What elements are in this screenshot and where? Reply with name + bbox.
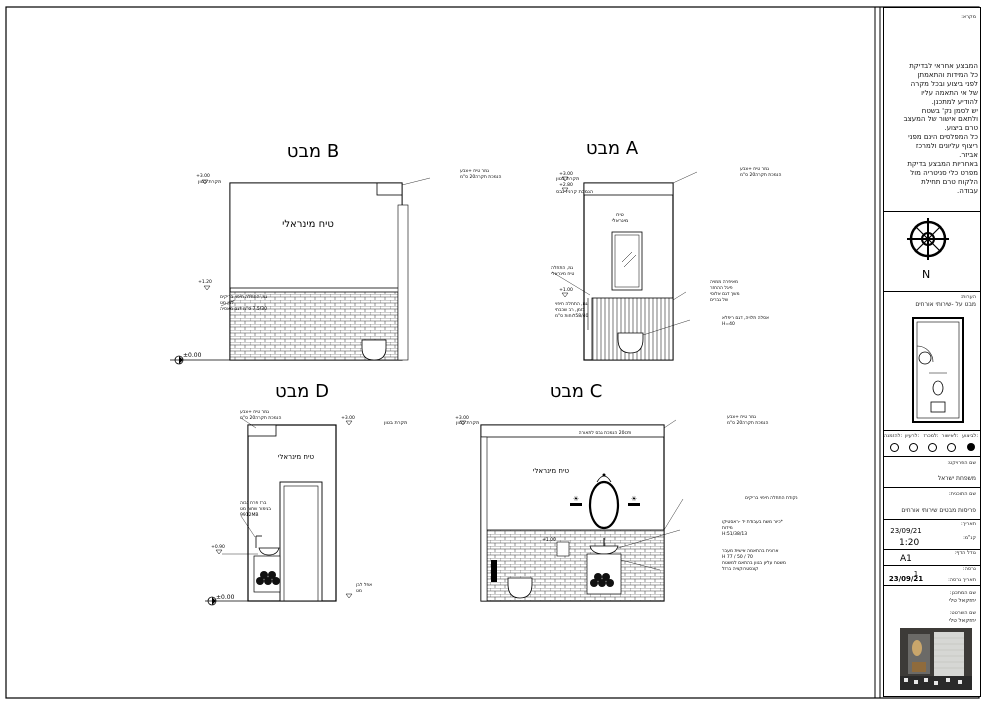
revision-value: 1 (913, 570, 919, 578)
view-c-wall-light-left: ☀ (573, 495, 579, 503)
svg-text:+3.00: +3.00 (196, 173, 210, 179)
svg-text:+0.90: +0.90 (211, 544, 225, 550)
drawing-name: פריסות מבטים שירותי אורחים (901, 507, 976, 514)
view-c-tile-note: נקודת התחלה חיפוי בריקים (745, 496, 798, 501)
view-a-title: מבט A (586, 138, 639, 159)
view-b-zero-level: ±0.00 (183, 352, 202, 359)
view-b-door-frame (397, 204, 409, 361)
drafter-label: שם השרטט: (949, 610, 976, 616)
view-c-mirror (588, 480, 620, 530)
drafter-name: יחזקאל טלי (948, 618, 976, 624)
view-c-soffit-note: 20cm הנמכת גבס לתאורה (579, 430, 632, 436)
status-radio-tender (928, 443, 937, 452)
status-radio-approval (947, 443, 956, 452)
client-label: שם הפרויקט: (947, 460, 976, 466)
view-b-title: מבט B (287, 141, 339, 162)
plan-title: מבט על -שירותי אורחים (915, 301, 976, 308)
floor-plan-thumbnail (912, 317, 964, 423)
date-label: תאריך: (961, 521, 976, 527)
svg-text:+1.00: +1.00 (559, 287, 573, 293)
view-b-plaster-panel (229, 182, 403, 289)
view-c-towel-holder (556, 541, 570, 557)
view-a-toilet (617, 332, 644, 354)
legend-label: מקרא: (961, 14, 976, 20)
scale-value: 1:20 (899, 538, 920, 548)
general-notes: המבצע אחראי לבדיקת כל המידות והתאמתן לפנ… (903, 62, 978, 195)
view-d-door (279, 481, 323, 602)
sheet-label: גודל הדף: (954, 550, 976, 556)
render-thumbnail-image (900, 628, 972, 690)
view-c-ceiling-level: תקרת בטון (456, 420, 479, 426)
north-arrow-icon (907, 218, 949, 260)
view-c: מבט C 20cm הנמכת גבס לתאורה טיח מינראלי … (455, 381, 798, 602)
drawing-label: שם התוכנית: (948, 491, 976, 497)
revision-date-label: תאריך גרסה: (948, 577, 976, 583)
svg-text:+3.00: +3.00 (341, 415, 355, 421)
svg-text:+1.00: +1.00 (542, 537, 556, 543)
view-d-zero-level: ±0.00 (216, 594, 235, 601)
view-b: מבט B טיח מינראלי ±0.00 +3.00 תקרת בטון … (170, 141, 501, 365)
view-a-ceiling-level: תקרת בטון (556, 176, 579, 182)
revision-date-value: 23/09/21 (888, 575, 924, 583)
north-label: N (922, 268, 931, 281)
view-b-ceiling-level: תקרת בטון (198, 179, 221, 185)
view-b-panel-label: טיח מינראלי (282, 219, 334, 230)
status-radio-concept (909, 443, 918, 452)
view-c-soffit (480, 424, 665, 438)
view-b-ceiling-soffit (376, 182, 403, 196)
view-d: מבט D טיח מינראלי ±0.00 +3.00 תקרת בטון … (205, 381, 407, 606)
svg-text:+1.20: +1.20 (198, 279, 212, 285)
plan-label: הערות: (960, 294, 976, 300)
svg-text:+3.00: +3.00 (559, 171, 573, 177)
view-d-sink (258, 547, 280, 556)
view-d-title: מבט D (275, 381, 329, 402)
date-value: 23/09/21 (890, 527, 922, 535)
sheet-value: A1 (900, 554, 912, 564)
view-c-brush-holder (491, 560, 497, 582)
svg-text:+3.00: +3.00 (455, 415, 469, 421)
status-radio-order (890, 443, 899, 452)
view-b-toilet (361, 339, 387, 361)
view-a-ceiling-level-2: הנמכת קרניז גבס (556, 189, 593, 195)
view-c-panel-label: טיח מינראלי (533, 467, 570, 475)
view-c-toilet (507, 577, 533, 599)
status-table: לביצוע: לאישור: למכרז: לרעיון: להזמנה: (883, 430, 981, 456)
scale-label: קנ"מ: (963, 535, 976, 541)
view-d-panel-label: טיח מינראלי (278, 453, 315, 461)
view-d-ceiling-level: תקרת בטון (384, 420, 407, 426)
designer-label: שם המתכנן: (949, 590, 976, 596)
view-c-title: מבט C (550, 381, 603, 402)
revision-label: גרסה: (962, 566, 976, 572)
svg-text:+2.80: +2.80 (559, 182, 573, 188)
client-name: משפחת ישראל (937, 475, 976, 482)
view-c-wall-light-right: ☀ (631, 495, 637, 503)
designer-name: יחזקאל טלי (948, 598, 976, 604)
status-radio-execution (967, 443, 975, 451)
